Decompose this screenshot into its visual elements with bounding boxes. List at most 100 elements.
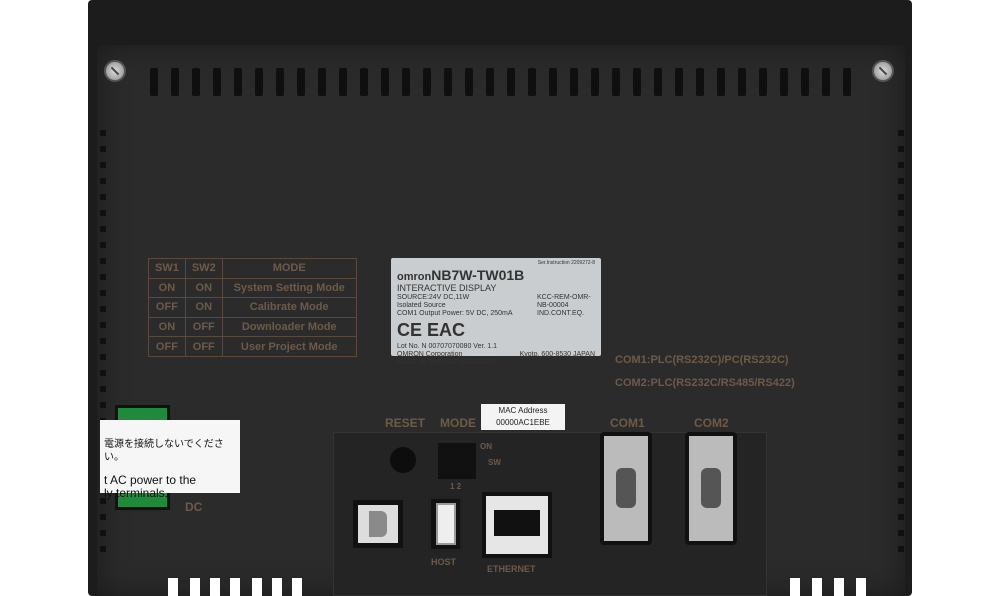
side-vent [898, 418, 904, 424]
vent-slot [612, 68, 620, 96]
side-vent [100, 178, 106, 184]
side-vent [100, 242, 106, 248]
vent-slot [444, 68, 452, 96]
reset-button[interactable] [390, 447, 416, 473]
side-vent [100, 386, 106, 392]
vent-slot [423, 68, 431, 96]
side-vent [898, 450, 904, 456]
vent-slot [675, 68, 683, 96]
vent-slot [360, 68, 368, 96]
side-vent [898, 194, 904, 200]
vent-slot [549, 68, 557, 96]
side-vent [100, 306, 106, 312]
bottom-fin-gap [230, 578, 240, 596]
sw-label: SW [488, 458, 501, 467]
vent-slot [696, 68, 704, 96]
mode-dip-switch[interactable] [438, 443, 476, 479]
com1-description: COM1:PLC(RS232C)/PC(RS232C) [615, 354, 789, 366]
bottom-fin-gap [834, 578, 844, 596]
vent-slot [255, 68, 263, 96]
bottom-fin-gap [856, 578, 866, 596]
side-vent [100, 130, 106, 136]
reset-label: RESET [385, 416, 426, 430]
vent-slot [507, 68, 515, 96]
bottom-fin-gap [272, 578, 282, 596]
com2-label: COM2 [694, 416, 729, 430]
vent-slot [801, 68, 809, 96]
side-vent [898, 482, 904, 488]
bottom-fin-gap [812, 578, 822, 596]
vent-slot [486, 68, 494, 96]
side-vent [898, 242, 904, 248]
side-vent [898, 274, 904, 280]
side-vent [100, 338, 106, 344]
usb-host-port[interactable] [428, 496, 463, 552]
com2-description: COM2:PLC(RS232C/RS485/RS422) [615, 377, 795, 389]
side-vent [898, 290, 904, 296]
bottom-fin-gap [168, 578, 178, 596]
vent-slot [213, 68, 221, 96]
side-vent [898, 322, 904, 328]
vent-slot [633, 68, 641, 96]
vent-slot [318, 68, 326, 96]
vent-slot [759, 68, 767, 96]
side-vent [100, 274, 106, 280]
side-vent [100, 322, 106, 328]
bottom-fin-gap [292, 578, 302, 596]
dc-label: DC [185, 500, 203, 514]
side-vent [898, 146, 904, 152]
side-vent [100, 194, 106, 200]
side-vent [100, 146, 106, 152]
ethernet-label: ETHERNET [487, 564, 536, 574]
vent-slot [528, 68, 536, 96]
vent-slot [381, 68, 389, 96]
side-vent [898, 130, 904, 136]
vent-slot [171, 68, 179, 96]
vent-slot [192, 68, 200, 96]
vent-slot [843, 68, 851, 96]
side-vent [898, 530, 904, 536]
screw-icon [872, 60, 894, 82]
side-vent [898, 354, 904, 360]
side-vent [100, 162, 106, 168]
vent-slot [822, 68, 830, 96]
ethernet-port[interactable] [482, 492, 552, 558]
on-label: ON [480, 442, 492, 451]
vent-slot [276, 68, 284, 96]
side-vent [100, 402, 106, 408]
bottom-fin-gap [210, 578, 220, 596]
usb-b-port[interactable] [353, 500, 403, 548]
side-vent [100, 514, 106, 520]
side-vent [100, 370, 106, 376]
vent-slot [738, 68, 746, 96]
side-vent [898, 178, 904, 184]
com1-label: COM1 [610, 416, 645, 430]
com1-serial-port[interactable] [600, 432, 652, 545]
vent-slot [402, 68, 410, 96]
side-vent [898, 466, 904, 472]
side-vent [898, 306, 904, 312]
bottom-fin-gap [252, 578, 262, 596]
side-vent [898, 546, 904, 552]
vent-slot [717, 68, 725, 96]
side-vent [100, 258, 106, 264]
side-vent [898, 338, 904, 344]
vent-slot [150, 68, 158, 96]
side-vent [898, 162, 904, 168]
side-vent [898, 370, 904, 376]
vent-slot [297, 68, 305, 96]
side-vent [898, 498, 904, 504]
side-vent [100, 498, 106, 504]
side-vent [100, 354, 106, 360]
side-vent [898, 386, 904, 392]
switch-numbers: 1 2 [450, 482, 462, 491]
com2-serial-port[interactable] [685, 432, 737, 545]
side-vent [898, 258, 904, 264]
vent-slot [339, 68, 347, 96]
side-vent [898, 402, 904, 408]
side-vent [100, 290, 106, 296]
host-label: HOST [431, 557, 457, 567]
vent-slot [591, 68, 599, 96]
